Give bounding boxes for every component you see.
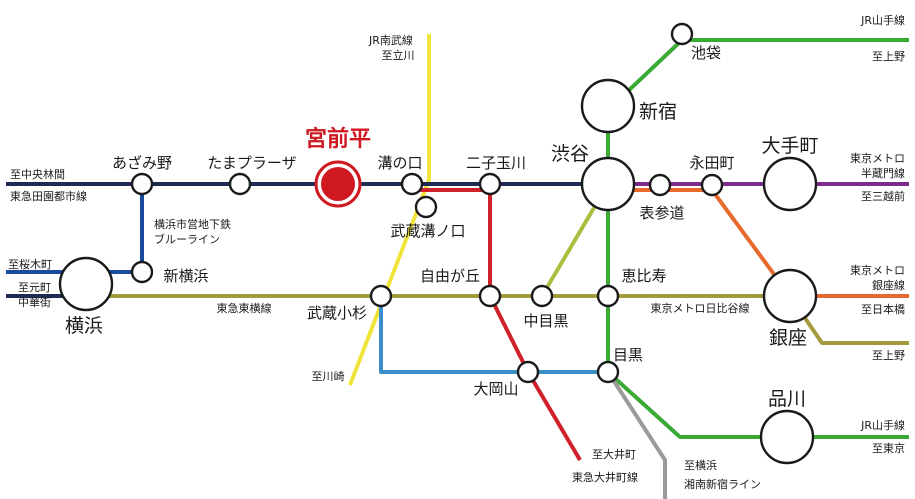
label-nagatacho: 永田町 bbox=[689, 154, 734, 172]
line-name-hibiya: 東京メトロ日比谷線 bbox=[651, 301, 750, 315]
yamanote-line bbox=[606, 38, 909, 439]
label-jiyugaoka: 自由が丘 bbox=[420, 267, 480, 285]
label-omotesando: 表参道 bbox=[639, 204, 684, 222]
dest-nihombashi: 至日本橋 bbox=[861, 302, 905, 316]
label-musashi-kosugi: 武蔵小杉 bbox=[307, 304, 367, 322]
station-jiyugaoka[interactable] bbox=[478, 284, 502, 308]
label-miyamaedaira: 宮前平 bbox=[305, 126, 371, 152]
station-futako-tamagawa[interactable] bbox=[478, 172, 502, 196]
dest-kawasaki: 至川崎 bbox=[312, 369, 345, 383]
label-tama-plaza: たまプラーザ bbox=[207, 154, 296, 172]
station-miyamaedaira[interactable] bbox=[314, 160, 362, 208]
station-shinjuku[interactable] bbox=[580, 78, 636, 134]
line-name-den-en-toshi: 東急田園都市線 bbox=[10, 189, 87, 203]
label-musashi-mizonokuchi: 武蔵溝ノ口 bbox=[390, 222, 465, 240]
line-name-yamanote-top: JR山手線 bbox=[860, 13, 905, 27]
dest-motomachi-1: 至元町 bbox=[18, 281, 51, 294]
label-mizonokuchi: 溝の口 bbox=[377, 154, 422, 172]
line-name-hanzomon-1: 東京メトロ bbox=[850, 151, 905, 165]
line-name-oimachi: 東急大井町線 bbox=[572, 470, 638, 484]
station-shin-yokohama[interactable] bbox=[130, 260, 154, 284]
line-name-yamanote-bottom: JR山手線 bbox=[860, 418, 905, 432]
station-ginza[interactable] bbox=[762, 268, 818, 324]
nambu-line bbox=[348, 34, 431, 386]
label-shinagawa: 品川 bbox=[768, 388, 806, 410]
label-meguro: 目黒 bbox=[613, 346, 643, 364]
line-name-blue-line-2: ブルーライン bbox=[154, 232, 220, 246]
label-ookayama: 大岡山 bbox=[473, 380, 518, 398]
station-musashi-kosugi[interactable] bbox=[369, 284, 393, 308]
label-futako-tamagawa: 二子玉川 bbox=[466, 154, 526, 172]
label-shinjuku: 新宿 bbox=[639, 101, 677, 123]
label-ebisu: 恵比寿 bbox=[621, 267, 666, 285]
line-name-nambu: JR南武線 bbox=[368, 33, 413, 47]
label-shin-yokohama: 新横浜 bbox=[163, 267, 208, 285]
dest-sakuragicho: 至桜木町 bbox=[8, 257, 52, 271]
label-azamino: あざみ野 bbox=[112, 154, 172, 172]
dest-oimachi: 至大井町 bbox=[592, 447, 636, 461]
line-name-ginza-1: 東京メトロ bbox=[850, 263, 905, 277]
line-name-hanzomon-2: 半蔵門線 bbox=[861, 166, 905, 180]
label-ikebukuro: 池袋 bbox=[691, 44, 721, 62]
station-nagatacho[interactable] bbox=[700, 173, 724, 197]
line-name-shonan-shinjuku: 湘南新宿ライン bbox=[684, 477, 761, 491]
dest-motomachi-2: 中華街 bbox=[18, 295, 51, 309]
station-naka-meguro[interactable] bbox=[530, 284, 554, 308]
station-mizonokuchi[interactable] bbox=[400, 172, 424, 196]
station-meguro[interactable] bbox=[596, 360, 620, 384]
station-tama-plaza[interactable] bbox=[228, 172, 252, 196]
label-ginza: 銀座 bbox=[769, 327, 807, 349]
label-otemachi: 大手町 bbox=[761, 135, 818, 157]
dest-tokyo: 至東京 bbox=[872, 441, 905, 455]
dest-tachikawa: 至立川 bbox=[382, 48, 415, 62]
dest-mitsukoshimae: 至三越前 bbox=[861, 189, 905, 203]
station-shinagawa[interactable] bbox=[759, 409, 815, 465]
label-naka-meguro: 中目黒 bbox=[523, 312, 568, 330]
line-name-ginza-2: 銀座線 bbox=[872, 278, 905, 292]
station-shibuya[interactable] bbox=[580, 156, 636, 212]
station-azamino[interactable] bbox=[130, 172, 154, 196]
station-ebisu[interactable] bbox=[596, 284, 620, 308]
line-name-toyoko: 東急東横線 bbox=[217, 301, 272, 315]
station-yokohama[interactable] bbox=[58, 256, 114, 312]
station-otemachi[interactable] bbox=[762, 156, 818, 212]
dest-chuo-rinkan: 至中央林間 bbox=[10, 167, 65, 181]
label-shibuya: 渋谷 bbox=[551, 143, 589, 165]
line-name-blue-line-1: 横浜市営地下鉄 bbox=[154, 217, 231, 231]
shonan-shinjuku-line bbox=[606, 370, 667, 499]
station-ikebukuro[interactable] bbox=[670, 22, 694, 46]
dest-ueno-bottom: 至上野 bbox=[872, 349, 905, 362]
station-omotesando[interactable] bbox=[648, 173, 672, 197]
station-musashi-mizonokuchi[interactable] bbox=[414, 195, 438, 219]
label-yokohama: 横浜 bbox=[65, 315, 103, 337]
dest-ueno-top: 至上野 bbox=[872, 50, 905, 63]
station-ookayama[interactable] bbox=[516, 360, 540, 384]
dest-yokohama-shonan: 至横浜 bbox=[684, 458, 717, 472]
